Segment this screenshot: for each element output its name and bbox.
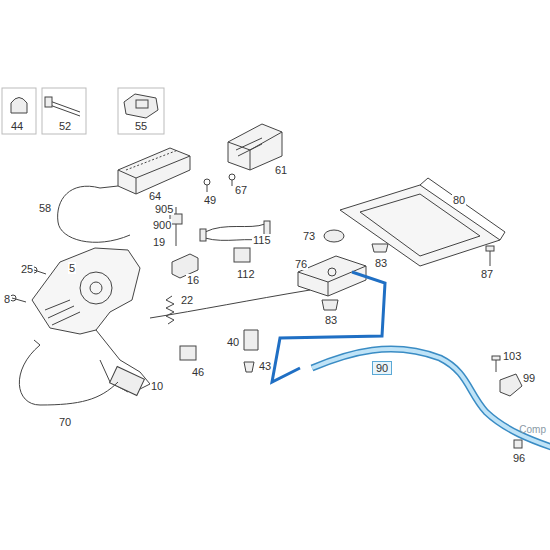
callout-number: 16 bbox=[186, 274, 200, 286]
callout-number: 10 bbox=[150, 380, 164, 392]
callout-number: 61 bbox=[274, 164, 288, 176]
callout-number: 40 bbox=[226, 336, 240, 348]
callout-number: 58 bbox=[38, 202, 52, 214]
callout-number: 43 bbox=[258, 360, 272, 372]
callout-number: 83 bbox=[324, 314, 338, 326]
callout-number: 103 bbox=[502, 350, 522, 362]
callout-number: 8 bbox=[3, 293, 11, 305]
callout-number: 905 bbox=[154, 203, 174, 215]
thumb-frame bbox=[2, 88, 36, 134]
callout-number: 76 bbox=[294, 258, 308, 270]
callout-number: 80 bbox=[452, 194, 466, 206]
callout-number: 19 bbox=[152, 236, 166, 248]
callout-number: 25 bbox=[20, 263, 34, 275]
callout-number: 96 bbox=[512, 452, 526, 464]
callout-number: 67 bbox=[234, 184, 248, 196]
callout-number: 5 bbox=[68, 262, 76, 274]
callout-number: 55 bbox=[134, 120, 148, 132]
callout-number: 52 bbox=[58, 120, 72, 132]
highlight-cable bbox=[272, 272, 385, 382]
callout-number: 900 bbox=[152, 219, 172, 231]
callout-number: 73 bbox=[302, 230, 316, 242]
callout-number: 44 bbox=[10, 120, 24, 132]
callout-number: 90 bbox=[372, 361, 392, 375]
callout-number: 64 bbox=[148, 190, 162, 202]
callout-number: 87 bbox=[480, 268, 494, 280]
callout-number: 83 bbox=[374, 257, 388, 269]
thumb-frame bbox=[42, 88, 86, 134]
callout-number: 115 bbox=[252, 234, 272, 246]
thumb-frame bbox=[118, 88, 164, 134]
callout-number: 70 bbox=[58, 416, 72, 428]
watermark-text: Comp bbox=[518, 424, 547, 436]
callout-number: 49 bbox=[203, 194, 217, 206]
callout-number: 22 bbox=[180, 294, 194, 306]
brake-cable bbox=[312, 349, 550, 450]
callout-number: 99 bbox=[522, 372, 536, 384]
callout-number: 46 bbox=[191, 366, 205, 378]
callout-number: 112 bbox=[236, 268, 256, 280]
